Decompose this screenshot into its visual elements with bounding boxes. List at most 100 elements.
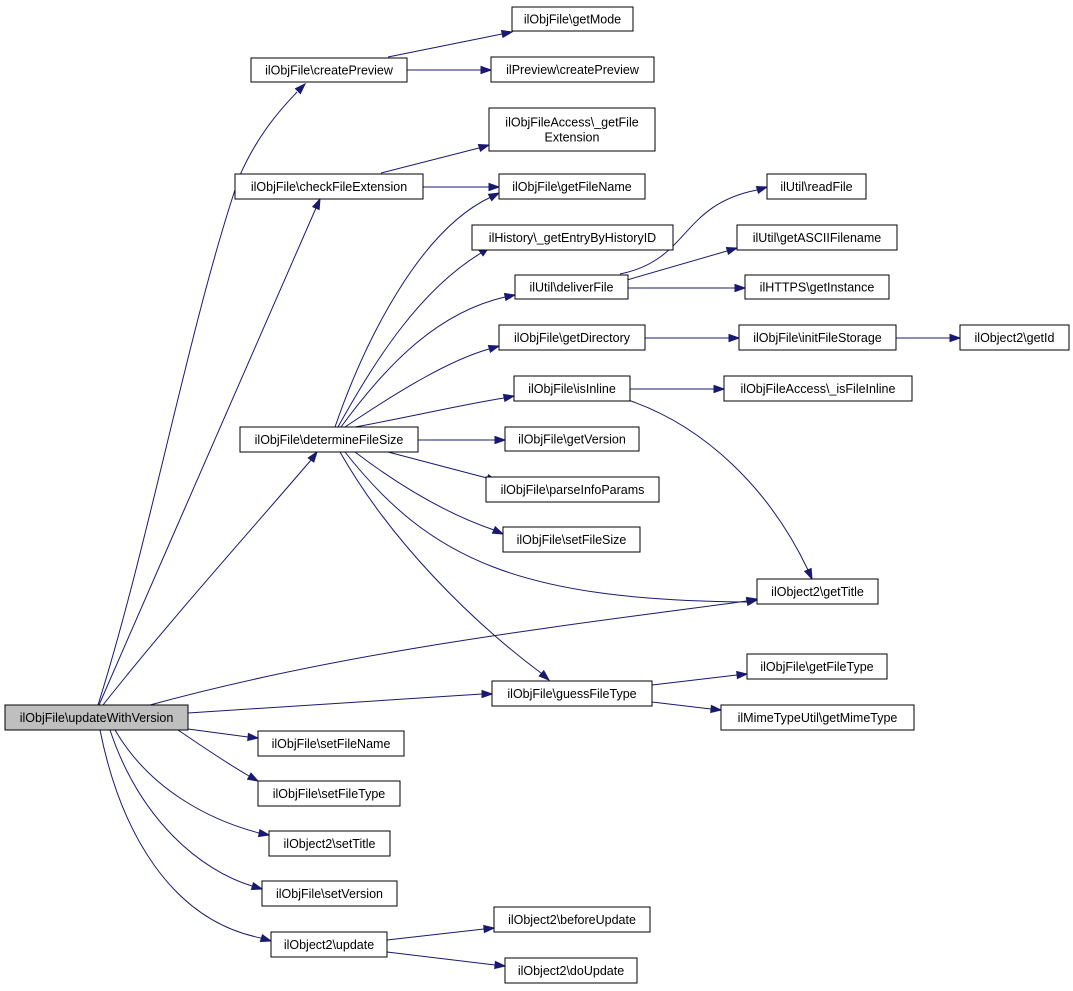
node-createPreview[interactable]: ilObjFile\createPreview <box>250 57 408 83</box>
node-box[interactable] <box>504 426 640 452</box>
edge-line <box>102 459 312 706</box>
node-label: ilObjFile\determineFileSize <box>255 433 404 447</box>
edge-determineFileSize-to-getDirectory <box>344 344 501 428</box>
node-guessFileType[interactable]: ilObjFile\guessFileType <box>491 680 653 707</box>
node-box[interactable] <box>493 906 651 933</box>
node-label: ilObjFile\setVersion <box>276 887 383 901</box>
node-setFileName[interactable]: ilObjFile\setFileName <box>257 730 405 757</box>
node-deliverFile[interactable]: ilUtil\deliverFile <box>514 274 629 300</box>
node-setFileType[interactable]: ilObjFile\setFileType <box>257 780 401 807</box>
node-doUpdate[interactable]: ilObject2\doUpdate <box>504 957 638 984</box>
arrowhead-icon <box>311 197 321 211</box>
node-initFileStorage[interactable]: ilObjFile\initFileStorage <box>738 324 897 351</box>
arrowhead-icon <box>257 828 271 838</box>
edge-updateWithVersion-to-setFileType <box>177 729 260 782</box>
edge-line <box>97 91 298 706</box>
node-box[interactable] <box>720 704 915 731</box>
node-getId[interactable]: ilObject2\getId <box>959 324 1070 351</box>
node-getTitle[interactable]: ilObject2\getTitle <box>756 578 879 605</box>
node-box[interactable] <box>511 6 634 32</box>
node-box[interactable] <box>490 56 655 83</box>
arrowhead-icon <box>294 82 307 95</box>
node-box[interactable] <box>513 375 631 402</box>
node-label: ilObjFile\parseInfoParams <box>501 483 645 497</box>
arrowhead-icon <box>483 924 496 934</box>
edge-guessFileType-to-getMimeType <box>651 701 723 714</box>
node-box[interactable] <box>502 526 641 553</box>
node-label: ilObjFile\getMode <box>524 13 621 27</box>
node-determineFileSize[interactable]: ilObjFile\determineFileSize <box>239 426 419 453</box>
node-box[interactable] <box>4 704 189 731</box>
edge-line <box>354 397 505 428</box>
node-previewCreate[interactable]: ilPreview\createPreview <box>490 56 655 83</box>
node-readFile[interactable]: ilUtil\readFile <box>766 173 867 200</box>
node-box[interactable] <box>257 780 401 807</box>
node-box[interactable] <box>959 324 1070 351</box>
node-beforeUpdate[interactable]: ilObject2\beforeUpdate <box>493 906 651 933</box>
node-box[interactable] <box>485 476 660 503</box>
node-box[interactable] <box>504 957 638 984</box>
node-label: ilUtil\readFile <box>780 180 852 194</box>
edges-layer <box>97 29 962 970</box>
arrowhead-icon <box>259 933 273 943</box>
edge-line <box>344 348 490 428</box>
edge-deliverFile-to-readFile <box>619 185 769 275</box>
node-getVersion[interactable]: ilObjFile\getVersion <box>504 426 640 452</box>
node-box[interactable] <box>491 680 653 707</box>
node-box[interactable] <box>234 173 424 200</box>
node-getInstance[interactable]: ilHTTPS\getInstance <box>744 274 890 300</box>
node-box[interactable] <box>738 324 897 351</box>
arrowhead-icon <box>502 393 516 403</box>
arrowhead-icon <box>755 185 769 195</box>
edge-guessFileType-to-getFileType <box>651 670 749 686</box>
node-isInline[interactable]: ilObjFile\isInline <box>513 375 631 402</box>
arrowhead-icon <box>487 344 501 354</box>
node-parseInfoParams[interactable]: ilObjFile\parseInfoParams <box>485 476 660 503</box>
node-box[interactable] <box>471 224 674 251</box>
node-getDirectory[interactable]: ilObjFile\getDirectory <box>498 324 646 351</box>
node-box[interactable] <box>257 730 405 757</box>
node-label: ilObjFile\setFileType <box>273 787 386 801</box>
node-box[interactable] <box>268 830 391 857</box>
node-label: ilObject2\getId <box>975 331 1055 345</box>
node-box[interactable] <box>239 426 419 453</box>
node-label: ilObjFile\initFileStorage <box>753 331 882 345</box>
node-setVersion[interactable]: ilObjFile\setVersion <box>261 880 398 907</box>
node-box[interactable] <box>261 880 398 907</box>
edge-deliverFile-to-getASCIIFilename <box>619 246 739 283</box>
arrowhead-icon <box>728 333 741 343</box>
edge-updateWithVersion-to-createPreview <box>97 82 307 706</box>
node-update[interactable]: ilObject2\update <box>270 931 388 958</box>
node-box[interactable] <box>736 224 898 251</box>
node-getASCIIFilename[interactable]: ilUtil\getASCIIFilename <box>736 224 898 251</box>
arrowhead-icon <box>949 333 962 343</box>
edge-line <box>651 674 738 686</box>
node-setFileSize[interactable]: ilObjFile\setFileSize <box>502 526 641 553</box>
node-box[interactable] <box>250 57 408 83</box>
node-getFileName[interactable]: ilObjFile\getFileName <box>498 173 646 200</box>
edge-determineFileSize-to-getFileName <box>334 192 501 428</box>
node-box[interactable] <box>270 931 388 958</box>
node-box[interactable] <box>488 107 656 152</box>
node-checkFileExt[interactable]: ilObjFile\checkFileExtension <box>234 173 424 200</box>
node-getMode[interactable]: ilObjFile\getMode <box>511 6 634 32</box>
node-box[interactable] <box>723 375 913 402</box>
node-box[interactable] <box>744 274 890 300</box>
node-getEntryByHistoryID[interactable]: ilHistory\_getEntryByHistoryID <box>471 224 674 251</box>
node-box[interactable] <box>766 173 867 200</box>
node-box[interactable] <box>514 274 629 300</box>
node-setTitle[interactable]: ilObject2\setTitle <box>268 830 391 857</box>
node-box[interactable] <box>746 653 888 680</box>
node-isFileInline[interactable]: ilObjFileAccess\_isFileInline <box>723 375 913 402</box>
node-box[interactable] <box>498 173 646 200</box>
node-label: ilObjFile\getFileType <box>760 660 873 674</box>
node-updateWithVersion[interactable]: ilObjFile\updateWithVersion <box>4 704 189 731</box>
node-getFileType[interactable]: ilObjFile\getFileType <box>746 653 888 680</box>
arrowhead-icon <box>480 65 493 75</box>
node-box[interactable] <box>498 324 646 351</box>
node-box[interactable] <box>756 578 879 605</box>
arrowhead-icon <box>725 246 739 256</box>
node-getMimeType[interactable]: ilMimeTypeUtil\getMimeType <box>720 704 915 731</box>
edge-determineFileSize-to-setFileSize <box>354 451 505 535</box>
